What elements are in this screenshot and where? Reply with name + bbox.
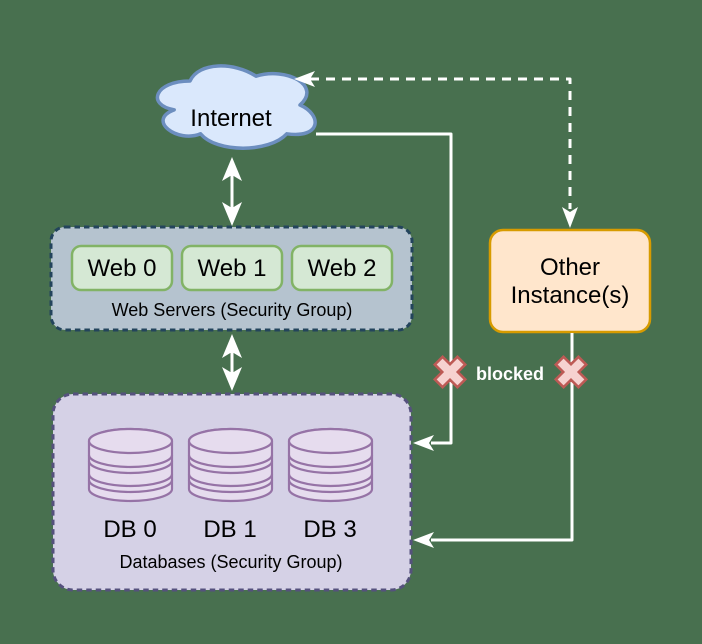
databases-group: DB 0 DB 1 DB 3 Databases (Security Group… [51,392,413,592]
database-cylinder-icon-1 [187,427,274,503]
other-instance-node: Other Instance(s) [488,228,652,334]
web-servers-group-caption: Web Servers (Security Group) [112,300,353,320]
edge-internet-to-databases [316,132,453,451]
edge-internet-databases-path [316,132,453,445]
other-instance-box [488,228,652,334]
edge-webservers-databases-bidirectional [222,334,242,391]
web-server-node-0 [70,244,174,292]
arrowhead-into-databases-top [413,435,434,451]
internet-cloud-node: Internet [155,64,317,150]
edge-other-instance-to-internet-dashed [294,71,578,228]
database-label-1: DB 1 [203,516,256,543]
arrowhead-down-to-webservers [222,202,242,226]
arrowhead-into-internet [294,71,315,87]
web-server-node-2 [290,244,394,292]
other-instance-label-line1: Other [540,254,600,281]
databases-group-caption: Databases (Security Group) [119,552,342,572]
web-servers-group: Web 0 Web 1 Web 2 Web Servers (Security … [49,225,414,332]
web-server-node-1 [180,244,284,292]
arrowhead-up-to-webservers [222,334,242,358]
web-server-label-1: Web 1 [198,255,267,282]
other-instance-label-line2: Instance(s) [511,282,630,309]
internet-label: Internet [190,105,272,132]
arrowhead-into-databases-bottom [413,532,434,548]
blocked-x-icon-left [432,354,468,390]
database-label-0: DB 0 [103,516,156,543]
edge-other-databases-path [431,333,574,542]
arrowhead-up-to-internet [222,157,242,181]
arrowhead-into-other-instance [562,207,578,228]
database-cylinder-icon-0 [87,427,174,503]
database-cylinder-icon-2 [287,427,374,503]
database-label-2: DB 3 [303,516,356,543]
arrowhead-down-to-databases [222,367,242,391]
blocked-label: blocked [476,364,544,384]
blocked-x-icon-right [553,354,589,390]
web-server-label-0: Web 0 [88,255,157,282]
web-server-label-2: Web 2 [308,255,377,282]
edge-dashed-path [310,77,572,209]
cloud-icon [155,64,317,150]
edge-internet-webservers-bidirectional [222,157,242,226]
edge-other-instance-to-databases [413,333,574,548]
